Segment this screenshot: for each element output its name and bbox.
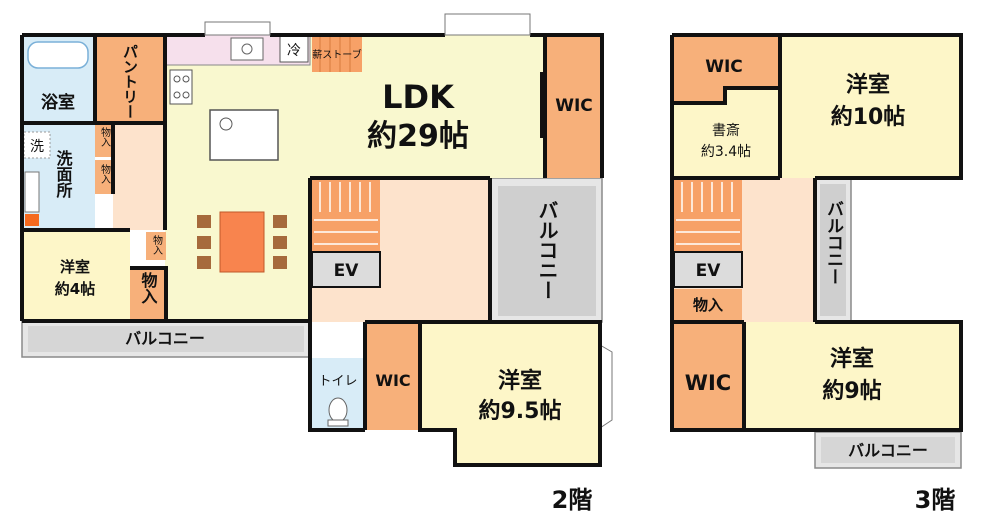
floor-3-label: 3階 <box>915 486 956 514</box>
wash-label: 洗 <box>30 139 44 155</box>
elevator-3f <box>673 251 743 288</box>
room95-name: 洋室 <box>498 368 542 394</box>
storage-b-label: 物入 <box>99 163 111 184</box>
stove-top <box>169 69 193 105</box>
fridge-label: 冷 <box>287 43 301 59</box>
pantry <box>95 35 165 123</box>
wic-2f-bottom-label: WIC <box>375 371 410 390</box>
dining-table <box>219 211 265 273</box>
storage-a <box>95 123 113 157</box>
chair <box>197 215 211 228</box>
wic-3f-bottom-label: WIC <box>685 371 731 395</box>
washroom-label: 洗面所 <box>54 149 73 199</box>
chair <box>197 236 211 249</box>
wic-3f-bottom <box>672 322 744 430</box>
wic-3f-top-label: WIC <box>705 57 743 77</box>
storage-3f <box>674 289 742 321</box>
chair <box>197 256 211 269</box>
chair <box>273 215 287 228</box>
floor-2-label: 2階 <box>552 486 593 514</box>
room-9-5jo <box>420 322 600 430</box>
room-9jo <box>744 322 961 430</box>
wic-ldk-label: WIC <box>555 96 593 116</box>
ldk-size: 約29帖 <box>367 119 469 154</box>
storage-c-label: 物入 <box>151 234 163 255</box>
chair <box>273 236 287 249</box>
storage-a-label: 物入 <box>99 126 111 147</box>
storage-3f-label: 物入 <box>693 296 723 314</box>
elevator-2f <box>311 251 381 288</box>
room-10jo <box>780 35 961 178</box>
storage-b <box>95 160 113 194</box>
sink <box>230 37 264 61</box>
stove-label: 薪ストーブ <box>312 48 361 61</box>
stairs-3f <box>674 180 742 252</box>
wic-ldk <box>545 35 602 178</box>
ldk-name: LDK <box>382 78 455 116</box>
bathtub <box>27 41 89 69</box>
storage-c <box>146 232 166 260</box>
room10-size: 約10帖 <box>831 104 906 130</box>
ev-2f-label: EV <box>334 261 360 281</box>
study-name: 書斎 <box>712 122 740 139</box>
fridge <box>279 35 309 63</box>
pantry-label: パントリー <box>121 44 139 119</box>
wic-2f-bottom <box>365 322 420 430</box>
room4-size: 約4帖 <box>55 280 95 298</box>
balcony-3f-bottom-label: バルコニー <box>848 441 928 460</box>
bath-label: 浴室 <box>41 92 75 113</box>
ev-3f-label: EV <box>696 261 722 281</box>
room10-name: 洋室 <box>846 72 890 98</box>
floor-2 <box>20 13 613 467</box>
room9-name: 洋室 <box>830 346 874 372</box>
room-4jo <box>22 230 130 321</box>
balcony-3f-right-label: バルコニー <box>823 200 844 285</box>
study-size: 約3.4帖 <box>701 144 751 160</box>
room9-size: 約9帖 <box>822 378 881 404</box>
chair <box>273 256 287 269</box>
toilet-label: トイレ <box>318 374 357 389</box>
balcony-2f-right-label: バルコニー <box>535 200 559 300</box>
room95-size: 約9.5帖 <box>479 398 562 424</box>
room4-name: 洋室 <box>60 258 90 276</box>
floor-3 <box>670 33 963 469</box>
storage-d <box>130 268 166 320</box>
kitchen-island <box>209 109 279 161</box>
stairs <box>312 180 380 252</box>
balcony-2f-bottom-label: バルコニー <box>125 329 205 348</box>
study <box>672 103 780 178</box>
storage-d-label: 物入 <box>139 271 158 304</box>
